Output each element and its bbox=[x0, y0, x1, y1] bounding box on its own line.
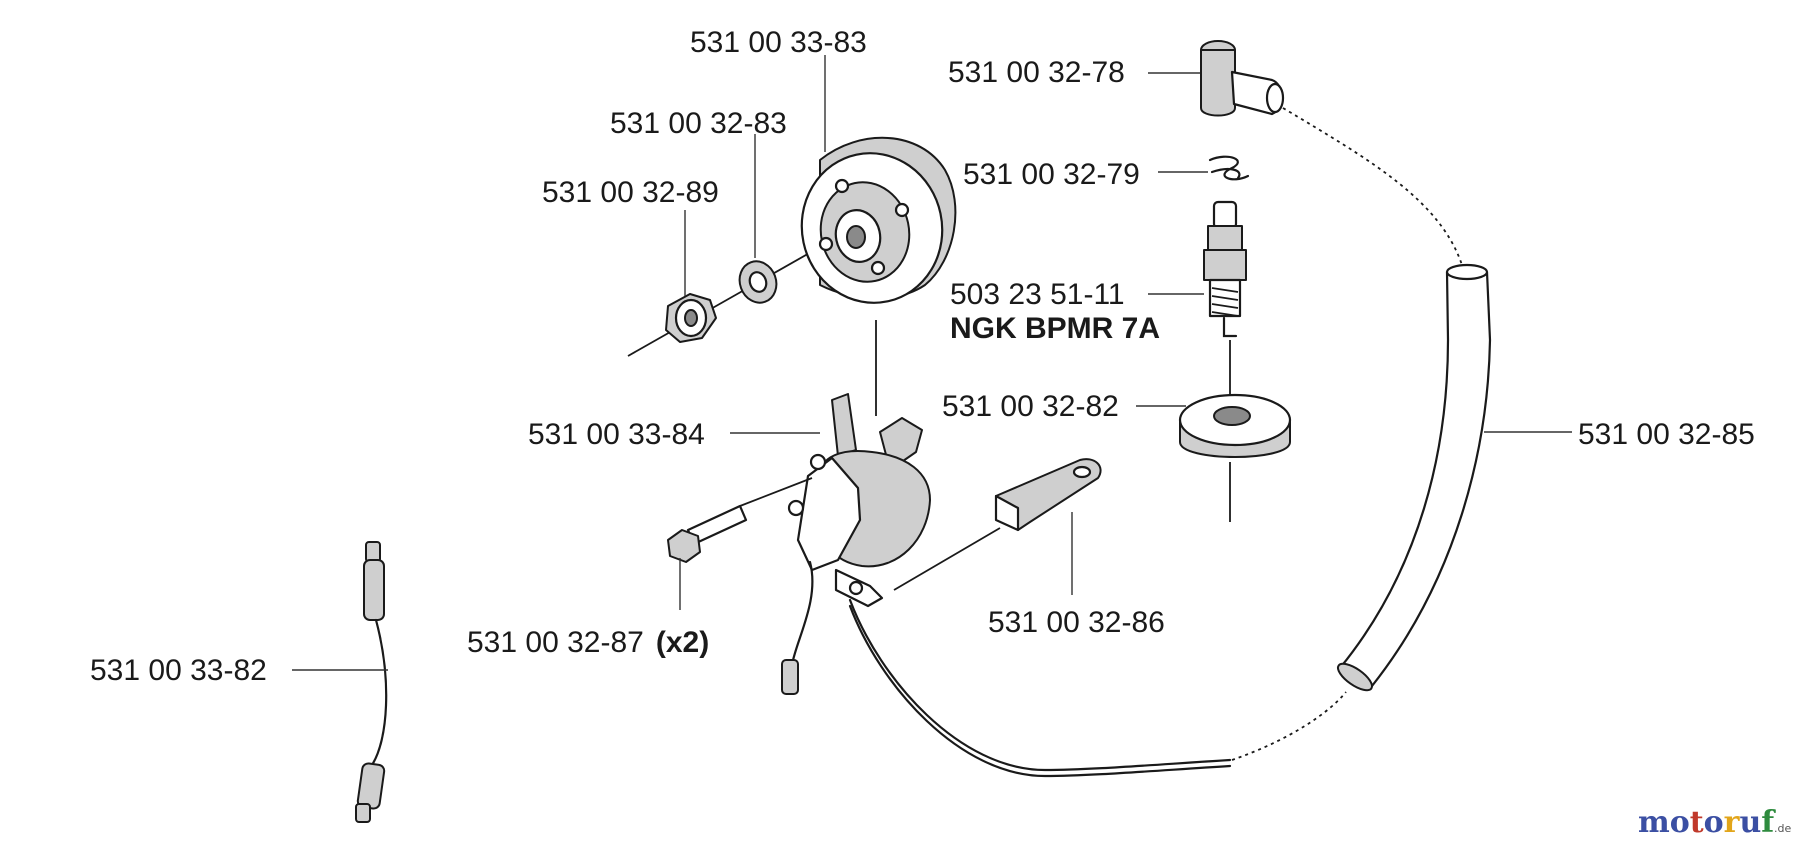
nut-label: 531 00 32-89 bbox=[542, 176, 719, 209]
left-cable-part bbox=[355, 541, 388, 823]
ht-cable bbox=[848, 598, 1232, 772]
clip-label: 531 00 32-86 bbox=[988, 606, 1165, 639]
screw-label-group: 531 00 32-87 (x2) bbox=[467, 626, 709, 659]
spark-plug-part bbox=[1203, 200, 1247, 338]
nut-part bbox=[665, 293, 717, 343]
plug-cap-part bbox=[1200, 40, 1285, 117]
watermark-suffix: .de bbox=[1774, 822, 1791, 835]
module-short-lead bbox=[790, 560, 814, 667]
flywheel-group: 531 00 33-83 531 00 32-83 531 00 32-89 bbox=[542, 26, 957, 357]
spark-plug-group: 531 00 32-78 531 00 32-79 503 23 51-11 N… bbox=[942, 40, 1463, 522]
plug-cap-label: 531 00 32-78 bbox=[948, 56, 1125, 89]
boot-part bbox=[1178, 393, 1292, 458]
spring-label: 531 00 32-79 bbox=[963, 158, 1140, 191]
crankshaft-axis bbox=[627, 246, 821, 357]
flywheel-label: 531 00 33-83 bbox=[690, 26, 867, 59]
spark-plug-type: NGK BPMR 7A bbox=[950, 312, 1160, 345]
cable-dashed-link-bottom bbox=[1231, 691, 1347, 761]
cable-dashed-link-top bbox=[1282, 107, 1463, 266]
watermark: motoruf .de bbox=[1638, 805, 1791, 840]
ht-cable-edge bbox=[848, 604, 1232, 778]
screw-qty: (x2) bbox=[656, 626, 709, 659]
spark-plug-label: 503 23 51-11 bbox=[950, 278, 1125, 311]
screw-part bbox=[667, 477, 813, 563]
hose-label: 531 00 32-85 bbox=[1578, 418, 1755, 451]
spring-part bbox=[1208, 155, 1250, 181]
module-label: 531 00 33-84 bbox=[528, 418, 705, 451]
flywheel-part bbox=[800, 136, 957, 304]
module-terminal bbox=[781, 659, 799, 695]
screw-label: 531 00 32-87 bbox=[467, 626, 644, 659]
boot-label: 531 00 32-82 bbox=[942, 390, 1119, 423]
clip-part bbox=[893, 458, 1102, 591]
hose-part bbox=[1336, 263, 1492, 692]
left-cable-label: 531 00 33-82 bbox=[90, 654, 267, 687]
ignition-module-part bbox=[787, 393, 931, 608]
watermark-logo: motoruf bbox=[1638, 805, 1776, 840]
washer-label: 531 00 32-83 bbox=[610, 107, 787, 140]
washer-part bbox=[738, 260, 778, 304]
ignition-module-group: 531 00 33-84 531 00 32-87 (x2) 531 00 32… bbox=[467, 320, 1165, 695]
